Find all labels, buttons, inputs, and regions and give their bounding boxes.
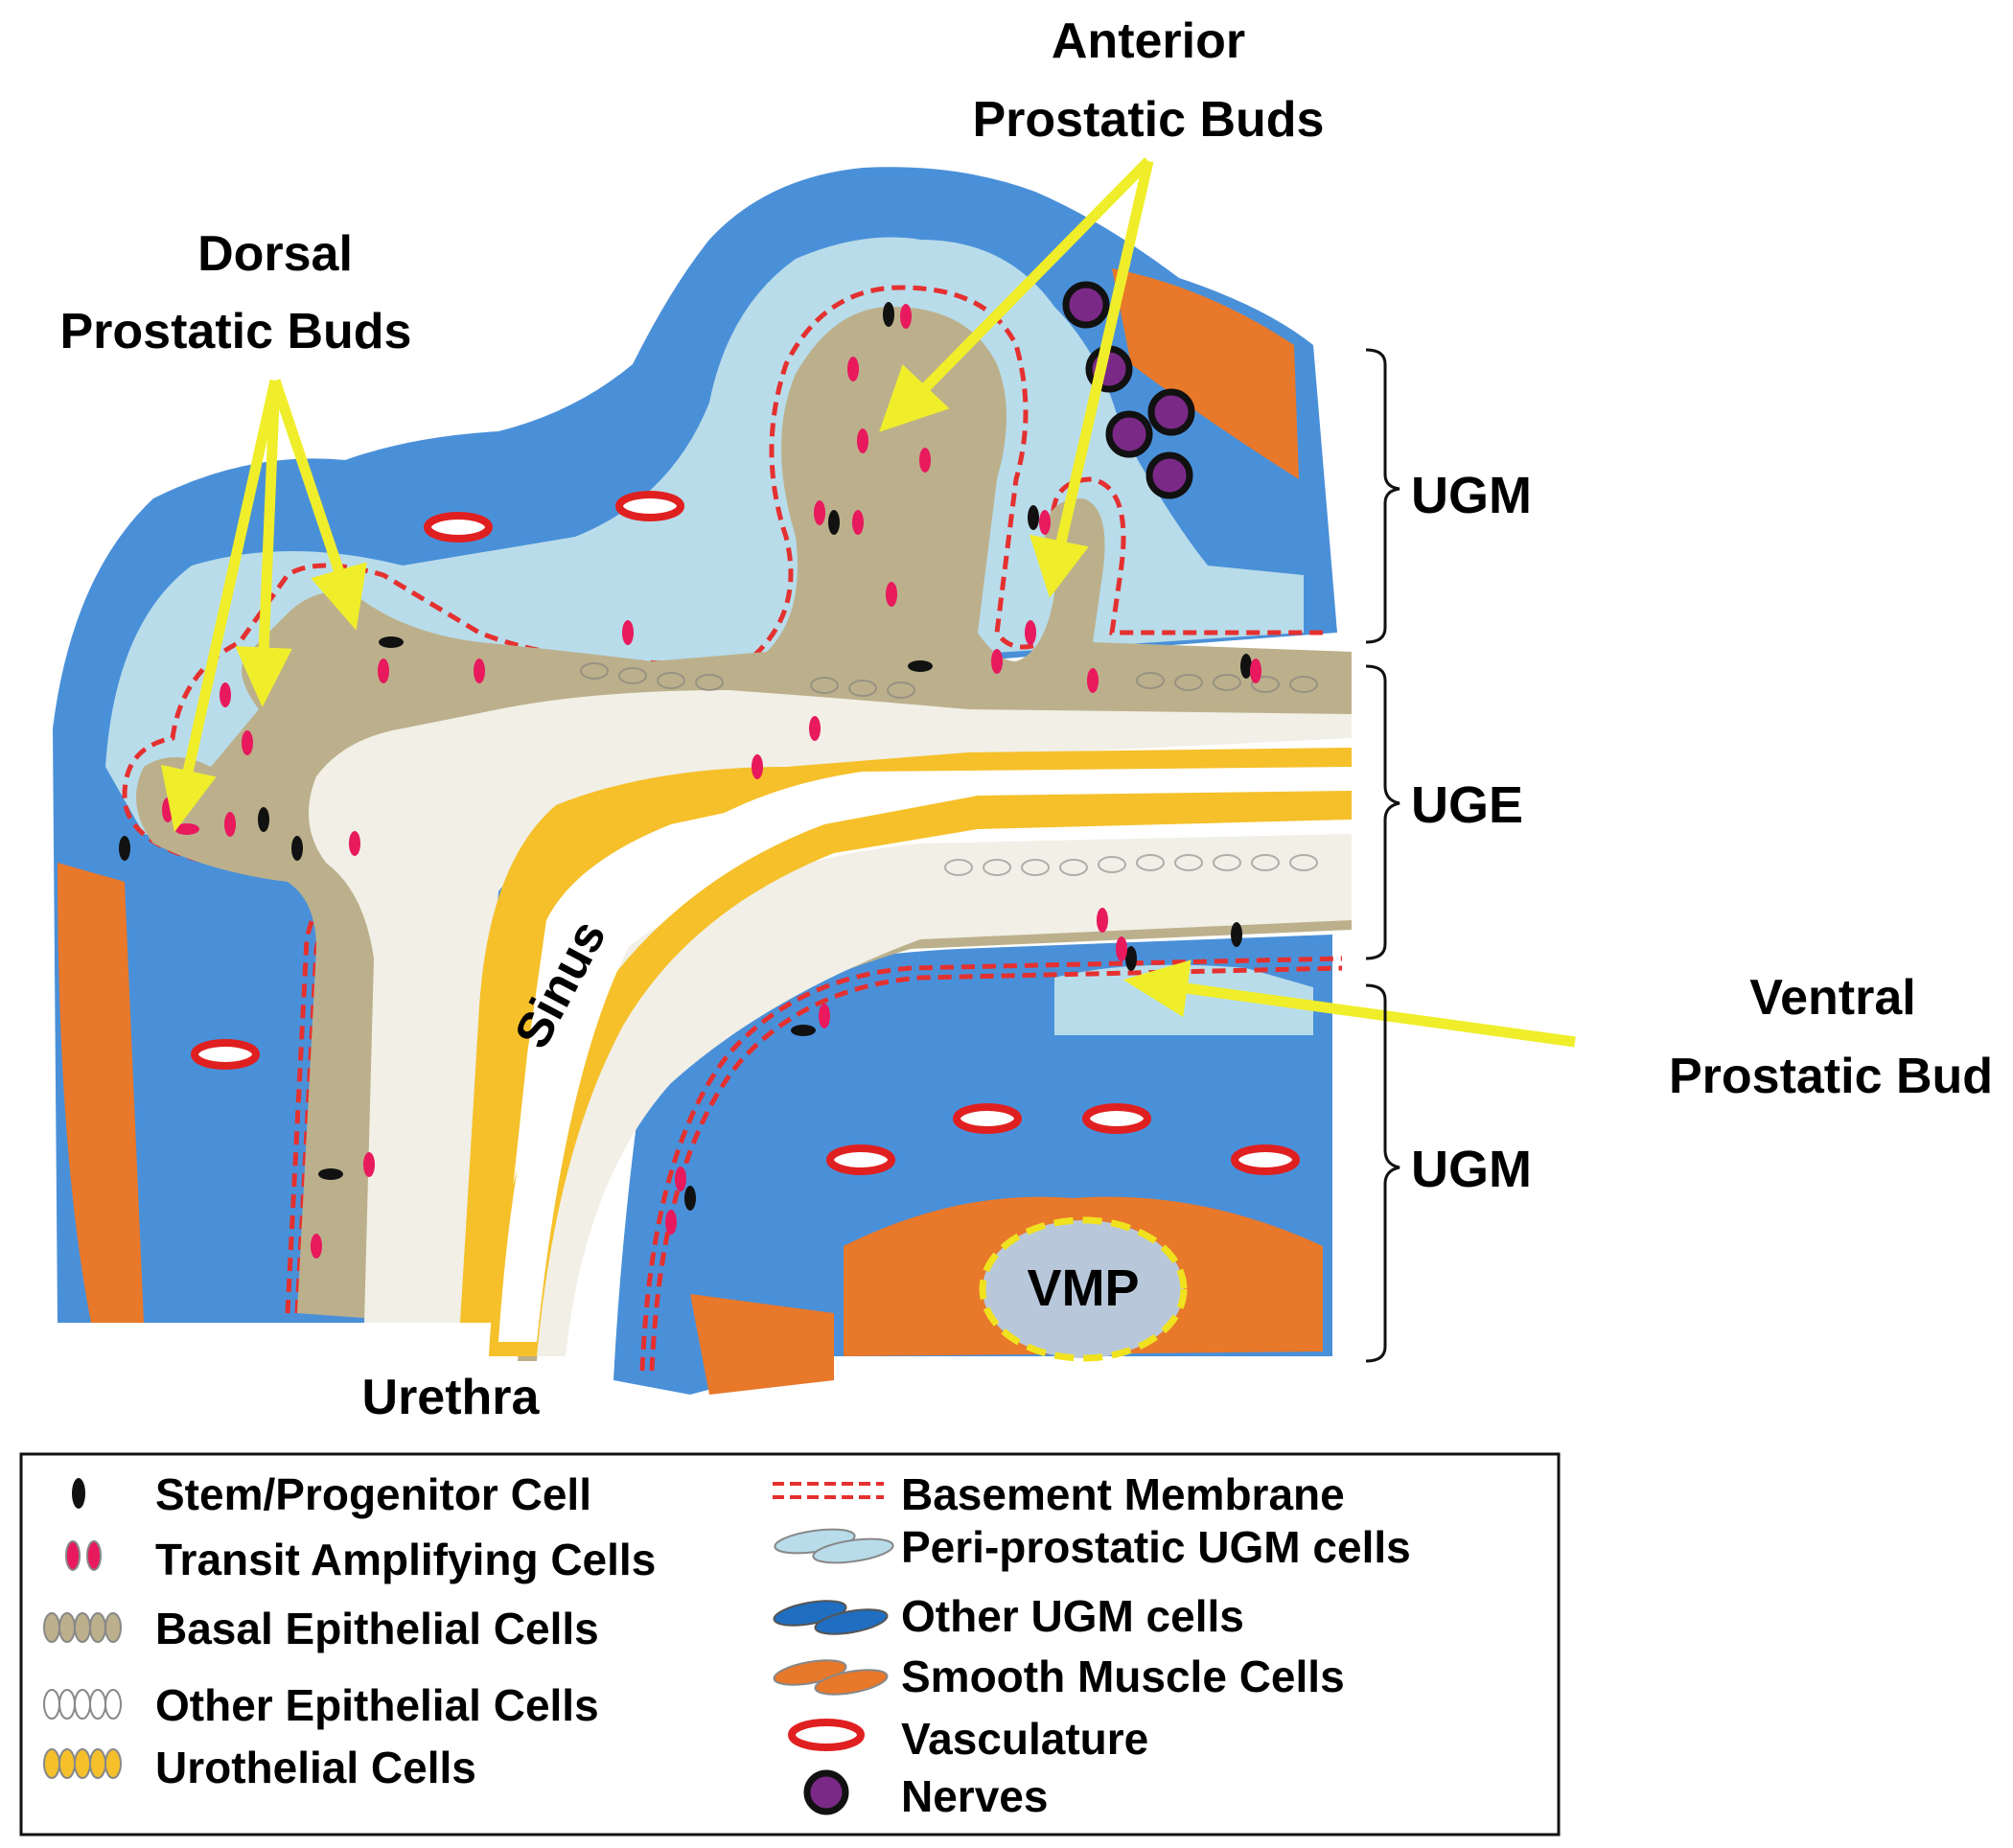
anterior-label-line2: Prostatic Buds <box>973 92 1325 148</box>
other-epithelium-upper <box>309 690 1352 1323</box>
legend-item-label: Stem/Progenitor Cell <box>155 1469 591 1519</box>
legend-frame <box>19 1452 1561 1836</box>
brace-ugm-bottom <box>1365 983 1400 1363</box>
ventral-label-line1: Ventral <box>1749 970 1915 1026</box>
region-braces <box>1365 348 1400 1363</box>
smooth-muscle-bottom-left <box>690 1294 834 1395</box>
ventral-label-line2: Prostatic Bud <box>1669 1049 1993 1104</box>
basement-membrane-icon <box>773 1482 884 1499</box>
dorsal-label-line1: Dorsal <box>197 226 353 282</box>
stem-cell-icon <box>72 1478 85 1509</box>
smooth-muscle-icon <box>773 1659 889 1696</box>
ugm-bottom-label: UGM <box>1411 1141 1532 1198</box>
ugm-top-label: UGM <box>1411 467 1532 524</box>
legend-item-label: Urothelial Cells <box>155 1743 476 1792</box>
transit-amplifying-cells <box>162 304 1261 1259</box>
transit-amplifying-icon <box>65 1540 102 1571</box>
legend: Stem/Progenitor Cell Transit Amplifying … <box>19 1452 1561 1836</box>
nerve-icon <box>803 1769 849 1815</box>
urethra-label: Urethra <box>362 1370 541 1425</box>
peri-prostatic-icon <box>774 1528 894 1564</box>
smooth-muscle-upper-right <box>1112 268 1299 479</box>
uge-label: UGE <box>1411 776 1523 834</box>
legend-item-label: Other Epithelial Cells <box>155 1680 599 1730</box>
urothelial-icon <box>43 1748 122 1779</box>
legend-item-label: Smooth Muscle Cells <box>901 1652 1345 1701</box>
nerves <box>1062 281 1195 499</box>
vmp-region: VMP <box>979 1216 1188 1362</box>
anterior-label-line1: Anterior <box>1052 13 1245 69</box>
brace-ugm-top <box>1365 348 1400 644</box>
dorsal-label-line2: Prostatic Buds <box>60 304 412 359</box>
diagram-labels: Anterior Prostatic Buds Dorsal Prostatic… <box>60 13 1994 1425</box>
vasculature-icon <box>788 1719 865 1751</box>
legend-item-label: Vasculature <box>901 1714 1148 1764</box>
ugm-cell-icon <box>773 1600 889 1635</box>
vmp-label: VMP <box>1027 1259 1139 1317</box>
other-epithelium-lower <box>508 834 1352 1356</box>
legend-item-label: Nerves <box>901 1771 1048 1821</box>
tissue-schematic: VMP <box>53 167 1352 1395</box>
legend-item-label: Transit Amplifying Cells <box>155 1535 656 1584</box>
legend-item-label: Other UGM cells <box>901 1591 1244 1641</box>
annotation-arrows <box>160 157 1576 1048</box>
brace-uge <box>1365 664 1400 960</box>
legend-item-label: Peri-prostatic UGM cells <box>901 1522 1411 1572</box>
cell-texture <box>580 662 1318 876</box>
smooth-muscle-left <box>58 863 144 1323</box>
legend-item-label: Basement Membrane <box>901 1469 1345 1519</box>
stem-cells <box>119 302 1252 1211</box>
other-epithelial-icon <box>43 1689 122 1720</box>
basal-cell-icon <box>43 1612 122 1643</box>
legend-item-label: Basal Epithelial Cells <box>155 1604 599 1653</box>
vasculature <box>191 491 1300 1175</box>
